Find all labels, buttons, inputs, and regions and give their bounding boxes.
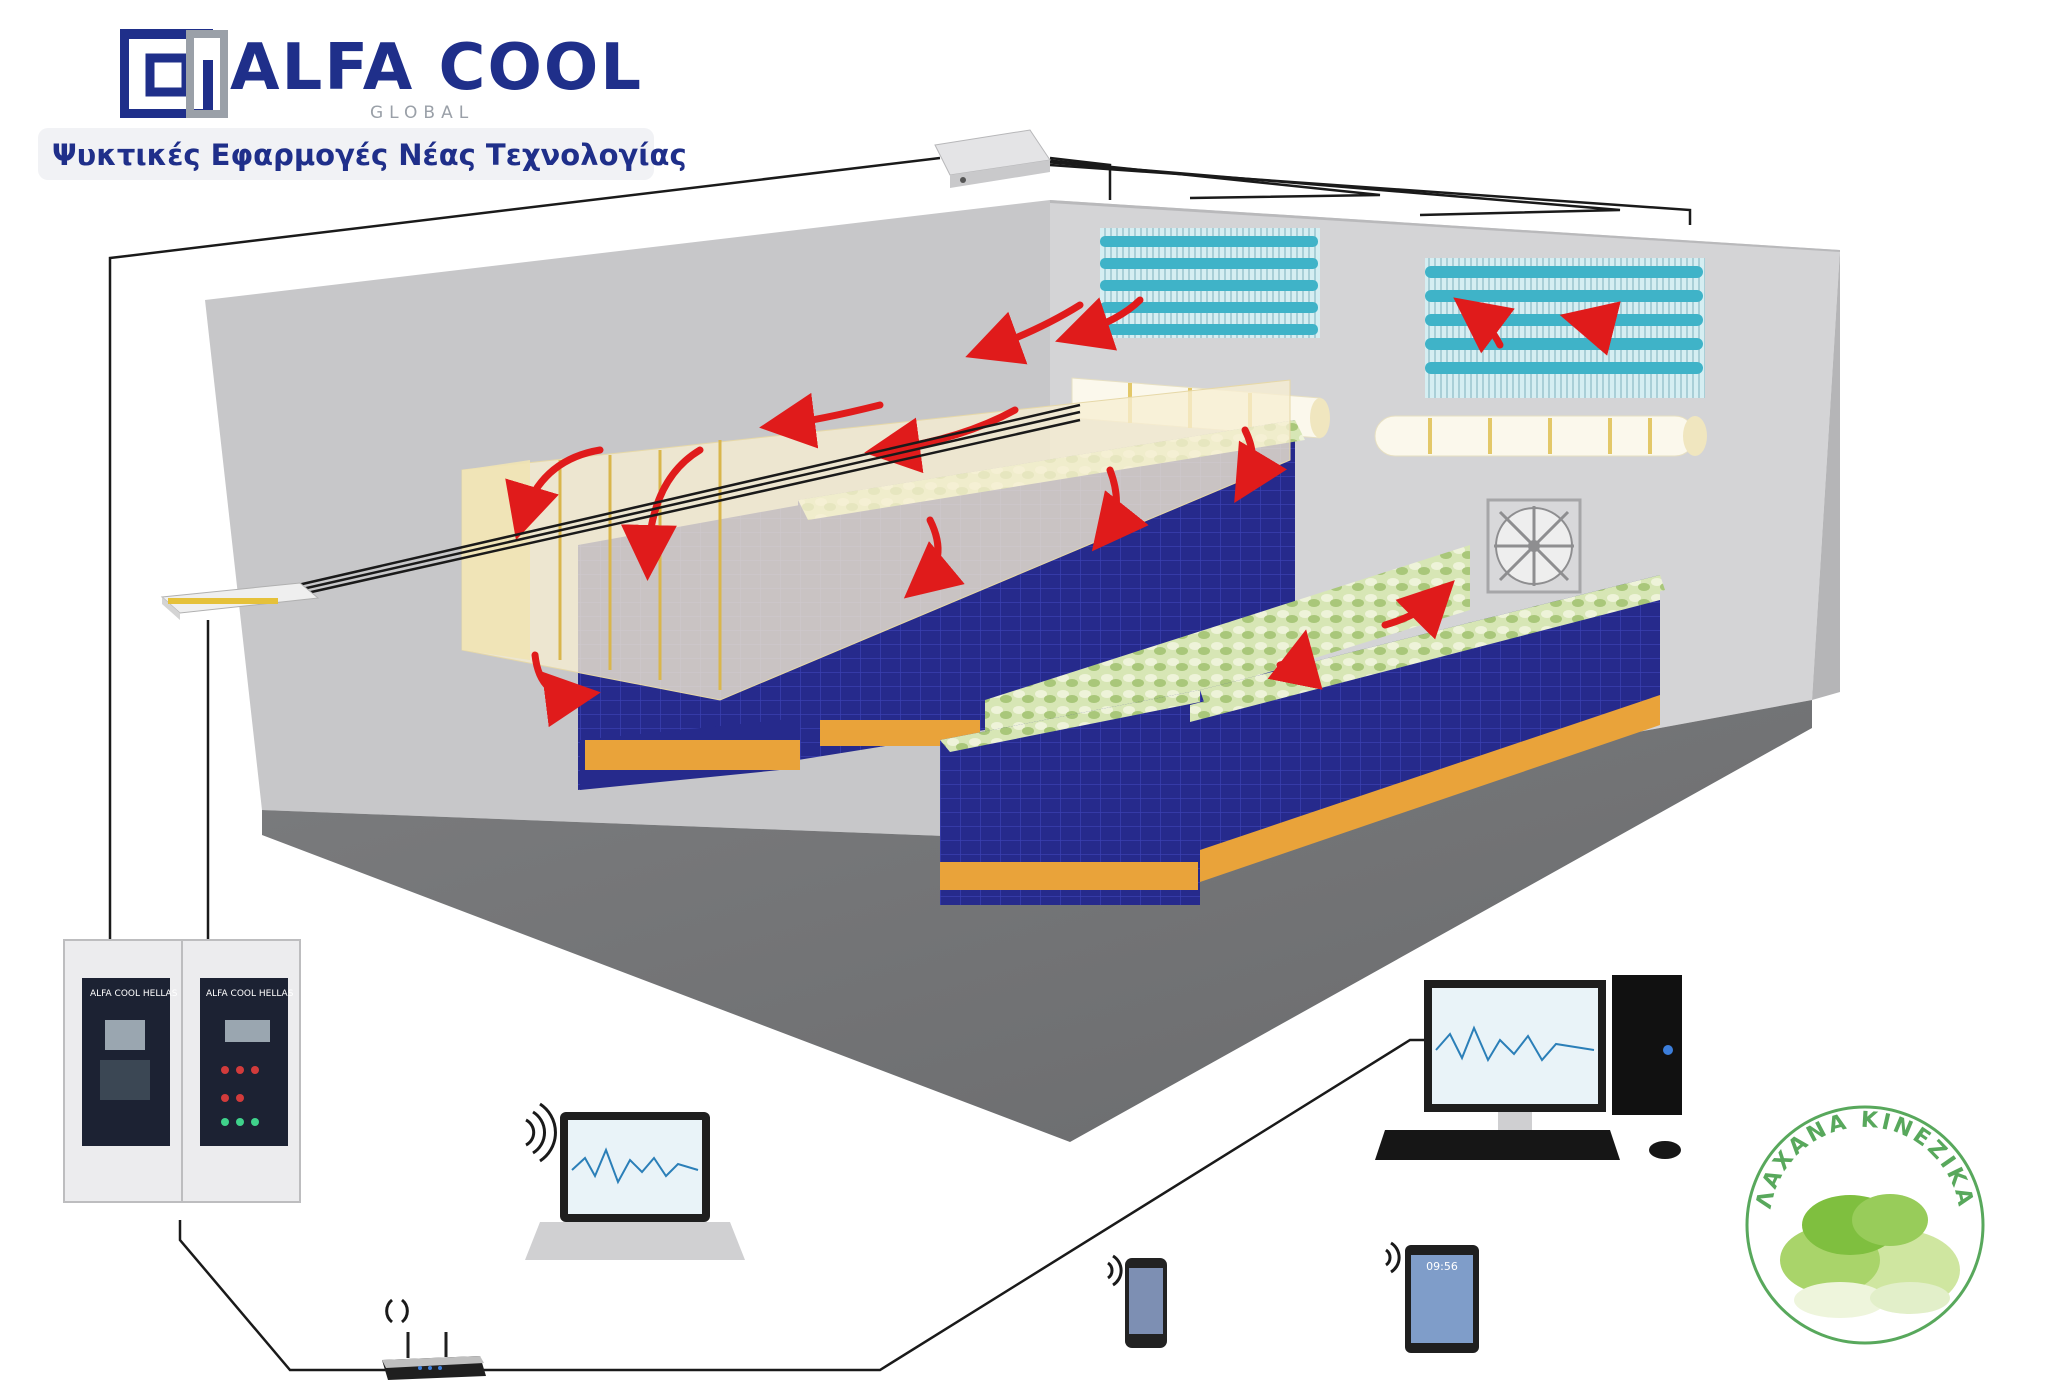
wifi-signal-phone-icon <box>1107 1254 1123 1287</box>
right-wall-edge <box>1812 250 1840 700</box>
airflow-arrows <box>505 296 1621 728</box>
desktop-computer-icon <box>1375 975 1682 1160</box>
product-badge <box>1745 1105 1985 1345</box>
textile-air-duct-right <box>1374 415 1707 457</box>
wifi-signal-tablet-icon <box>1385 1241 1401 1274</box>
wifi-signal-icon <box>525 1102 557 1163</box>
brand-name: ALFA COOL <box>230 31 644 105</box>
alfa-logo-mark-icon <box>120 29 228 118</box>
wall-fan-icon <box>1486 498 1582 594</box>
wifi-signal-router-icon <box>385 1298 409 1324</box>
panel-label-right: ALFA COOL HELLAS <box>206 989 294 999</box>
tablet-icon <box>1405 1245 1479 1353</box>
chinese-cabbage-icon <box>1780 1194 1960 1318</box>
company-logo: ALFA COOL GLOBAL <box>120 28 641 123</box>
control-panel-cabinet <box>63 939 301 1203</box>
panel-label-left: ALFA COOL HELLAS <box>90 989 178 999</box>
smartphone-icon <box>1125 1258 1167 1348</box>
air-curtain <box>461 379 1291 701</box>
evaporator-right <box>1425 258 1705 398</box>
floor <box>262 700 1812 1142</box>
ethernet-switch-icon <box>160 582 320 620</box>
brand-subtitle: GLOBAL <box>370 103 475 123</box>
laptop-icon <box>525 1112 745 1260</box>
network-hub-icon <box>934 129 1051 188</box>
tablet-clock: 09:56 <box>1426 1260 1458 1273</box>
evaporator-left <box>1100 228 1320 338</box>
tagline-box: Ψυκτικές Εφαρμογές Νέας Τεχνολογίας <box>38 128 687 180</box>
tagline-text: Ψυκτικές Εφαρμογές Νέας Τεχνολογίας <box>52 138 687 172</box>
wifi-router-icon <box>382 1332 486 1380</box>
